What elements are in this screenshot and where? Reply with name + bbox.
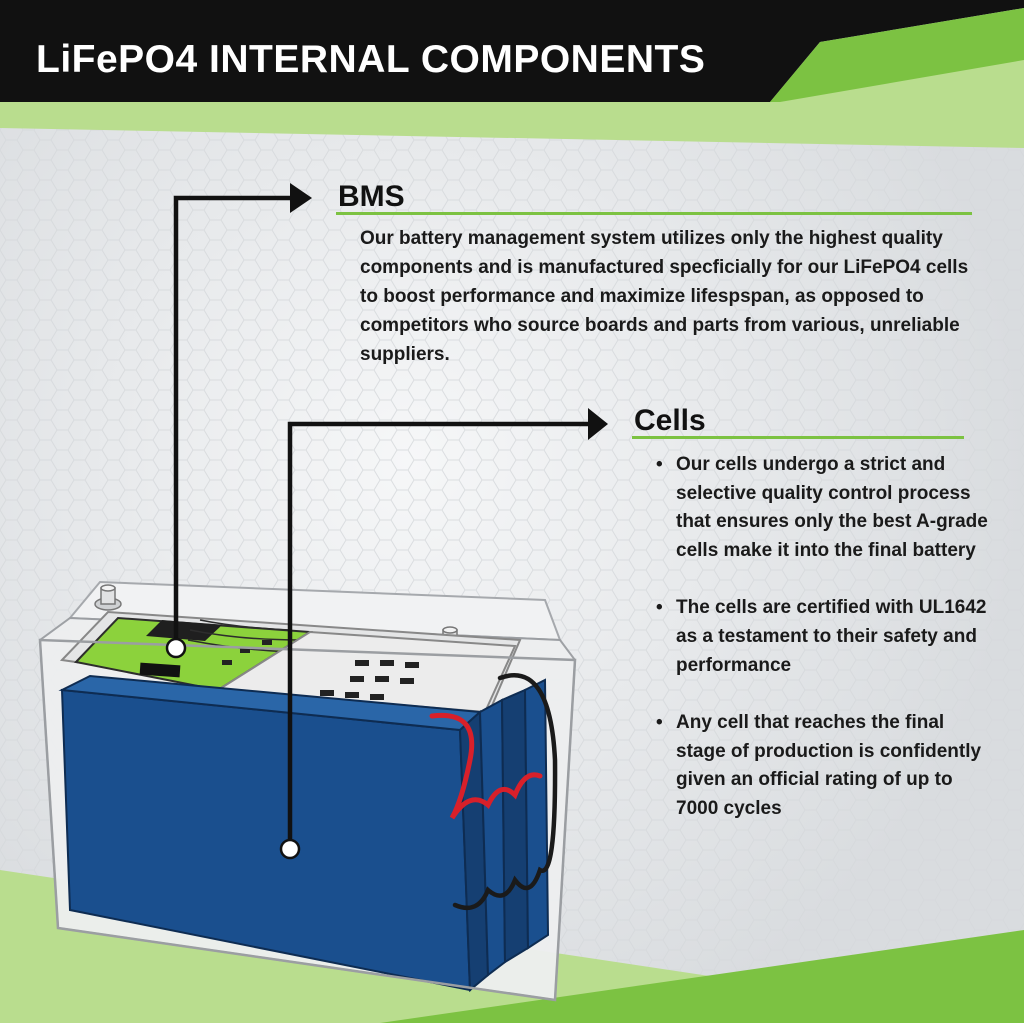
bms-underline <box>336 212 972 215</box>
cells-bullet-list: Our cells undergo a strict and selective… <box>656 451 996 824</box>
negative-terminal-icon <box>94 584 122 611</box>
bms-title: BMS <box>338 180 405 213</box>
footer-green-band <box>380 930 1024 1023</box>
bms-description: Our battery management system utilizes o… <box>360 228 969 365</box>
header-black-band <box>0 0 1024 102</box>
list-item: Our cells undergo a strict and selective… <box>656 451 996 565</box>
battery-illustration <box>38 580 577 1002</box>
cells-pointer-arrow <box>279 408 608 860</box>
list-item: Any cell that reaches the final stage of… <box>656 709 996 823</box>
cells-title: Cells <box>634 404 706 437</box>
header-green-stripe <box>770 8 1024 102</box>
bms-pointer-arrow <box>165 183 312 659</box>
page-title: LiFePO4 INTERNAL COMPONENTS <box>36 38 706 81</box>
cells-underline <box>632 436 964 439</box>
list-item: The cells are certified with UL1642 as a… <box>656 594 996 680</box>
